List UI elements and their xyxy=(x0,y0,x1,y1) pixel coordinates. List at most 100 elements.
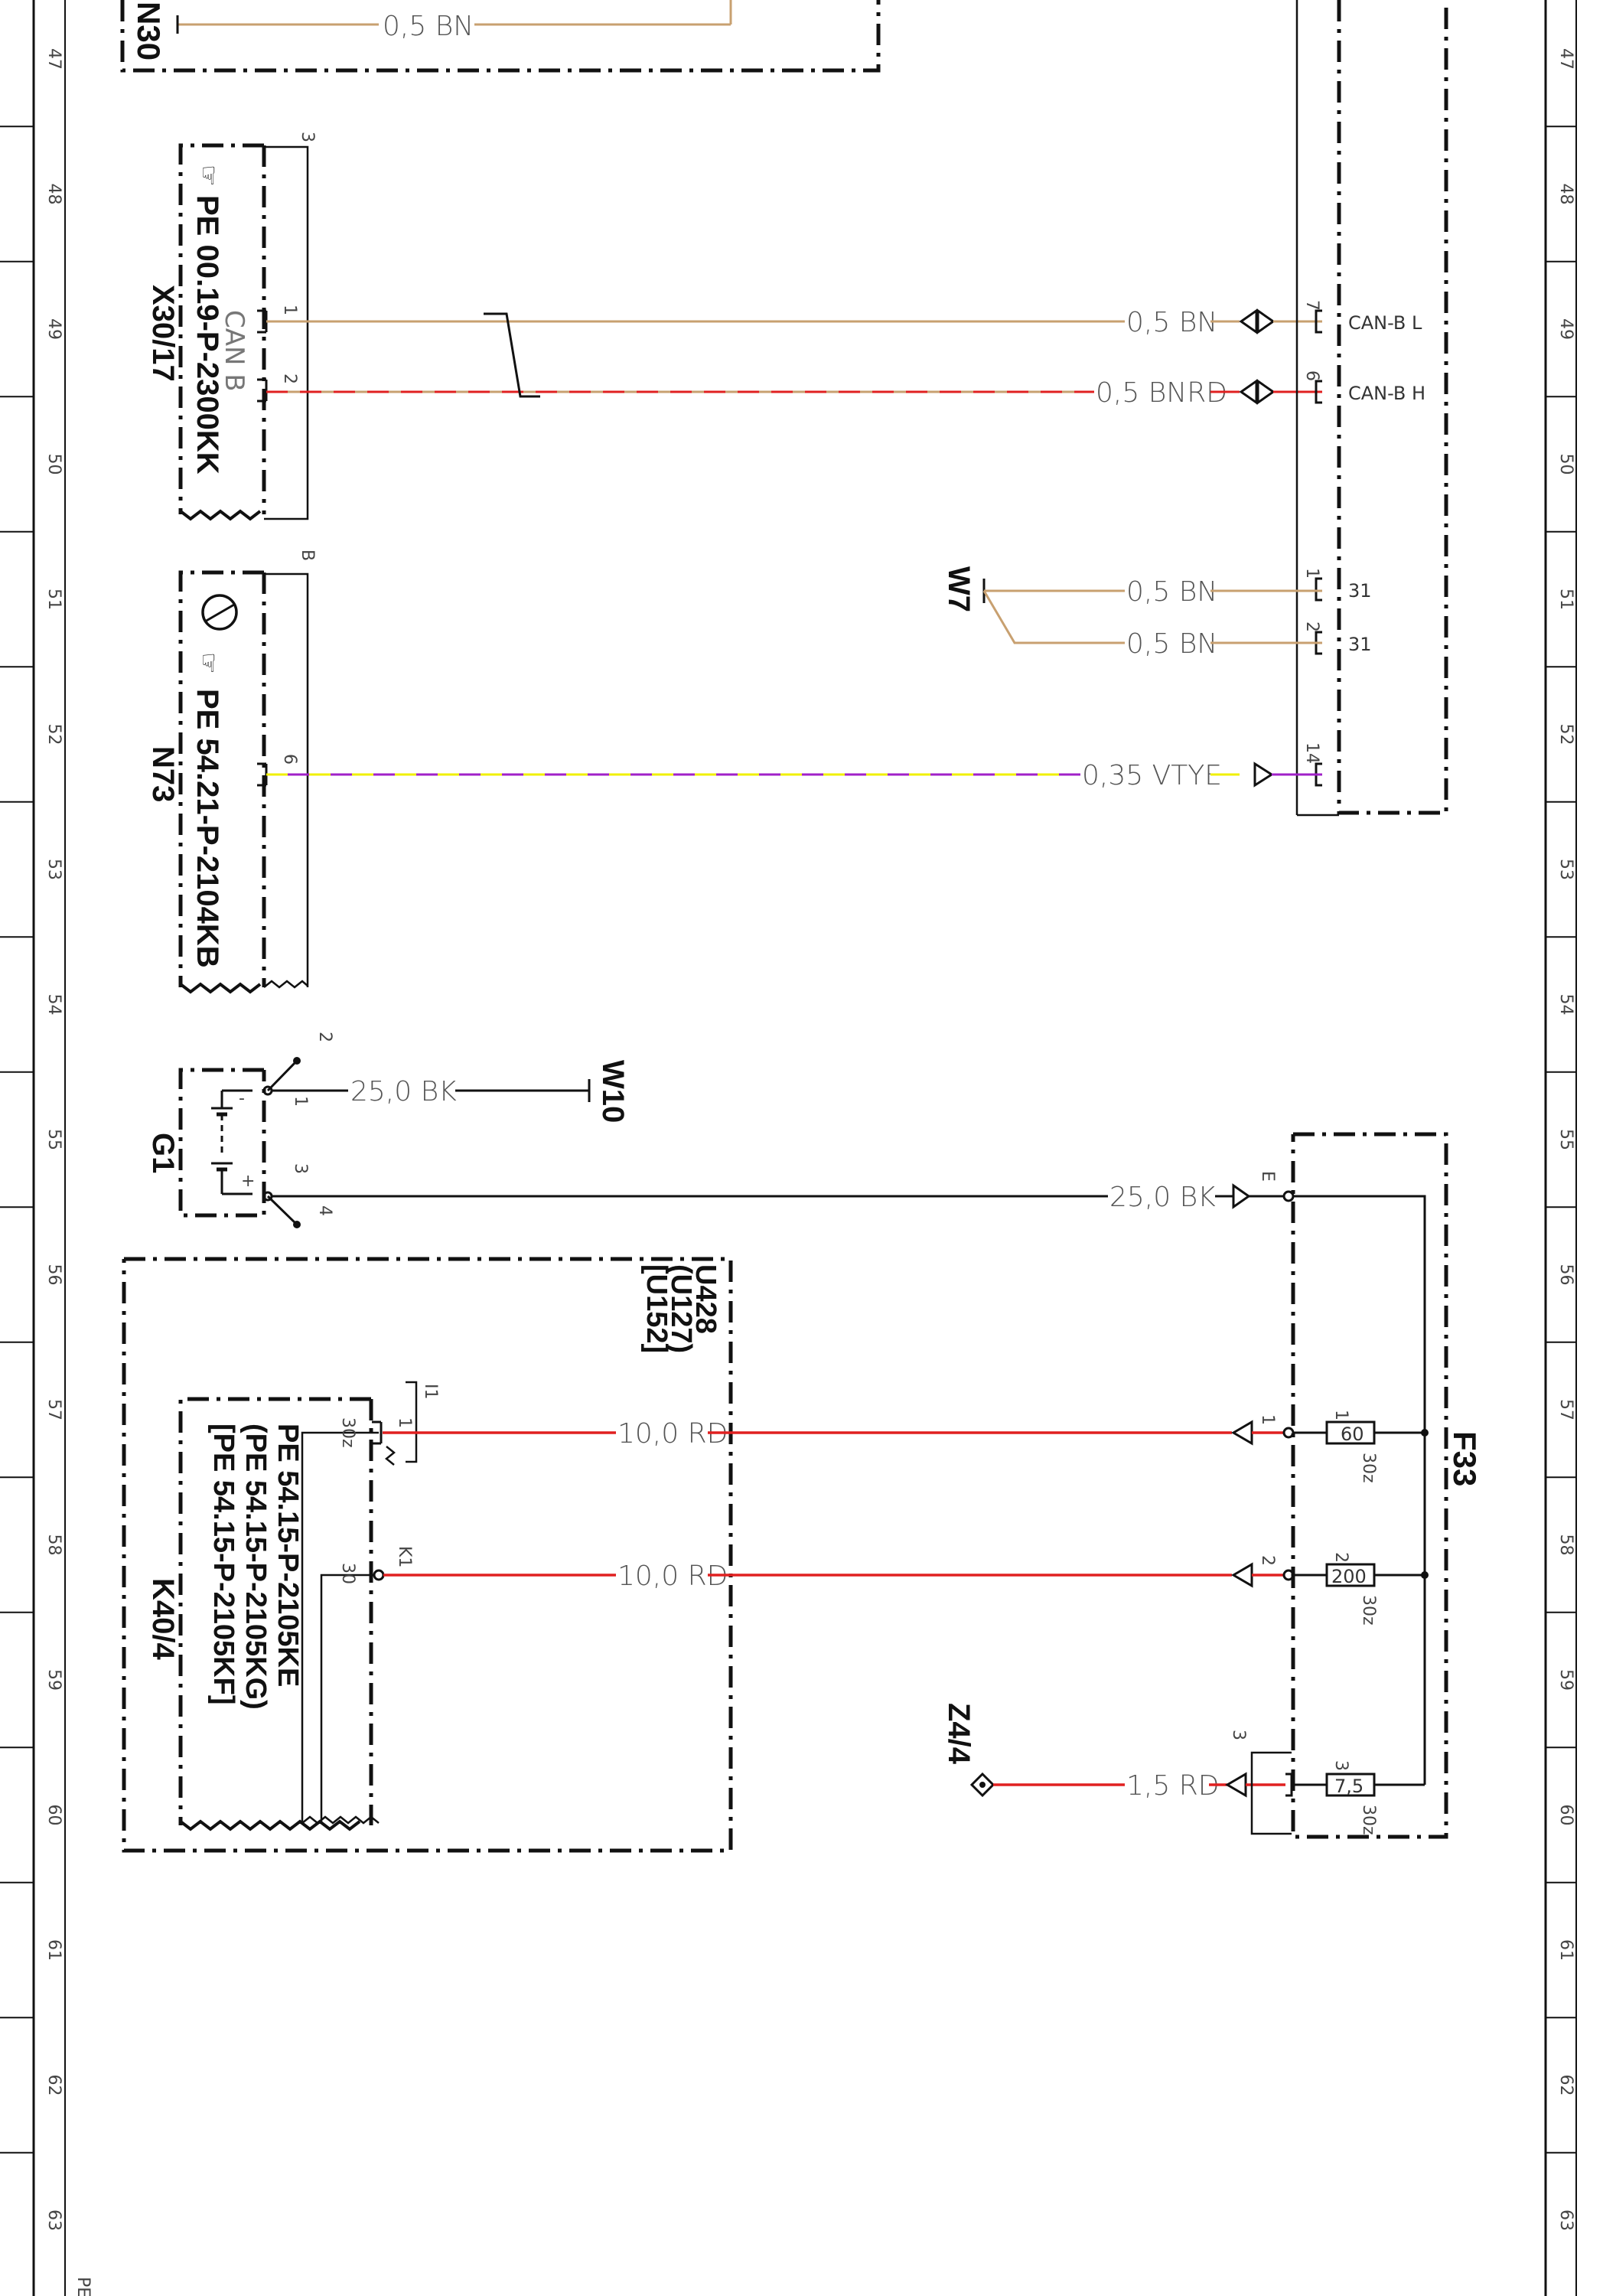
wire-w7-b-label: 0,5 BN xyxy=(1126,628,1217,660)
x30-17-hand-icon: ☞ xyxy=(194,165,223,187)
ruler-row-label-right: 51 xyxy=(1556,589,1575,610)
fuse-3 xyxy=(1325,1773,1376,1797)
ruler-row-label-left: 56 xyxy=(44,1264,64,1286)
ruler-row-label-left: 61 xyxy=(44,1939,64,1961)
f33-block: F33 60 1 30z 200 2 30z 7,5 3 30z xyxy=(1291,1132,1483,1839)
svg-text:30z: 30z xyxy=(1359,1453,1378,1483)
svg-text:2: 2 xyxy=(1331,1552,1350,1563)
ruler-row-label-right: 61 xyxy=(1556,1939,1575,1961)
k40-4-ref-1: (PE 54.15-P-2105KG) xyxy=(239,1424,272,1710)
f33-label: F33 xyxy=(1447,1431,1483,1486)
ruler-row-label-right: 62 xyxy=(1556,2075,1575,2096)
vtye-wire: 0,35 VTYE xyxy=(266,758,1322,791)
u-code-2: [U152] xyxy=(640,1264,673,1353)
svg-text:2: 2 xyxy=(1258,1555,1277,1566)
k40-4-label: K40/4 xyxy=(146,1578,180,1660)
ruler-row-label-left: 47 xyxy=(44,48,64,70)
svg-text:I1: I1 xyxy=(421,1384,440,1400)
n73-block: B ☞ PE 54.21-P-2104KB N73 6 xyxy=(146,550,317,994)
ruler-row-label-left: 50 xyxy=(44,454,64,475)
z4-4-block: Z4/4 1,5 RD 3 xyxy=(942,1703,1293,1835)
svg-text:3: 3 xyxy=(1229,1730,1248,1740)
ruler-row-label-left: 51 xyxy=(44,589,64,610)
svg-text:2: 2 xyxy=(1302,621,1321,632)
u-code-0: U428 xyxy=(689,1264,722,1334)
k40-4-ref-2: [PE 54.15-P-2105KF] xyxy=(207,1424,239,1705)
ruler-row-label-left: 54 xyxy=(44,994,64,1016)
wire-g1-w10-label: 25,0 BK xyxy=(350,1076,457,1107)
svg-text:30z: 30z xyxy=(1359,1595,1378,1626)
svg-text:E: E xyxy=(1258,1171,1277,1182)
svg-text:1: 1 xyxy=(1331,1410,1350,1420)
ruler-row-label-right: 56 xyxy=(1556,1264,1575,1286)
ruler-row-label-right: 55 xyxy=(1556,1129,1575,1150)
ruler-row-label-left: 49 xyxy=(44,318,64,340)
svg-text:1: 1 xyxy=(280,305,299,315)
ruler-row-label-left: 48 xyxy=(44,184,64,205)
svg-text:7: 7 xyxy=(1302,300,1321,311)
svg-text:30: 30 xyxy=(338,1563,357,1584)
svg-text:1: 1 xyxy=(1258,1414,1277,1425)
svg-text:B: B xyxy=(298,550,317,561)
w7-label: W7 xyxy=(942,566,976,612)
x30-17-label: X30/17 xyxy=(146,285,180,382)
x30-17-block: 3 PE 00.19-P-2300KK ☞ X30/17 CAN B 1 2 xyxy=(146,132,317,521)
ruler-row-label-right: 50 xyxy=(1556,454,1575,475)
u428-block: U428 (U127) [U152] xyxy=(122,1257,733,1853)
fuse-1-rating: 60 xyxy=(1341,1424,1364,1445)
wire-top-label: 0,5 BN xyxy=(383,11,474,42)
w7-block: W7 0,5 BN 0,5 BN xyxy=(942,566,1322,660)
right-ruler xyxy=(1544,0,1577,2296)
n73-hand-icon: ☞ xyxy=(194,652,223,674)
u-code-1: (U127) xyxy=(665,1264,697,1353)
svg-text:30z: 30z xyxy=(338,1417,357,1448)
left-ruler xyxy=(32,0,66,2296)
g1-f33-wire: 25,0 BK E xyxy=(272,1171,1295,1213)
ruler-row-label-left: 63 xyxy=(44,2210,64,2231)
x30-17-ref: PE 00.19-P-2300KK xyxy=(191,195,224,475)
n30-label: N30 xyxy=(131,2,167,60)
wire-can-h-label: 0,5 BNRD xyxy=(1096,377,1227,409)
ruler-row-label-right: 53 xyxy=(1556,859,1575,880)
wire-w7-a-label: 0,5 BN xyxy=(1126,576,1217,608)
svg-text:1: 1 xyxy=(291,1096,310,1107)
ruler-row-label-left: 59 xyxy=(44,1669,64,1691)
svg-text:+: + xyxy=(241,1172,255,1191)
ruler-row-label-right: 47 xyxy=(1556,48,1575,70)
svg-text:14: 14 xyxy=(1302,742,1321,764)
svg-text:1: 1 xyxy=(1302,568,1321,579)
ruler-row-label-right: 54 xyxy=(1556,994,1575,1016)
svg-text:30z: 30z xyxy=(1359,1805,1378,1835)
ruler-row-label-left: 62 xyxy=(44,2075,64,2096)
n73-label: N73 xyxy=(146,746,180,802)
ruler-row-label-left: 53 xyxy=(44,859,64,880)
svg-text:3: 3 xyxy=(298,132,317,142)
ruler-row-label-left: 58 xyxy=(44,1534,64,1556)
signal-31-a: 31 xyxy=(1348,580,1372,602)
svg-text:K1: K1 xyxy=(395,1546,414,1567)
ruler-row-label-right: 52 xyxy=(1556,724,1575,745)
k40-4-block: K40/4 PE 54.15-P-2105KE (PE 54.15-P-2105… xyxy=(146,1381,440,1831)
k-feed-wires: 10,0 RD 1 10,0 RD 2 xyxy=(383,1414,1295,1592)
battery-icon xyxy=(211,1089,253,1195)
svg-text:6: 6 xyxy=(280,754,299,765)
svg-text:2: 2 xyxy=(315,1032,334,1042)
g1-label: G1 xyxy=(146,1133,180,1173)
ruler-row-label-right: 57 xyxy=(1556,1399,1575,1420)
fuse-2-rating: 200 xyxy=(1331,1566,1367,1587)
wire-vtye-label: 0,35 VTYE xyxy=(1082,760,1222,791)
ruler-row-label-right: 48 xyxy=(1556,184,1575,205)
n30-block: N30 0,5 BN xyxy=(120,0,881,73)
k40-4-ref-0: PE 54.15-P-2105KE xyxy=(272,1424,304,1687)
g1-block: G1 - + 2 1 3 4 xyxy=(146,1032,334,1228)
wire-g1-f33-label: 25,0 BK xyxy=(1109,1182,1216,1213)
svg-text:1: 1 xyxy=(395,1417,414,1428)
ruler-row-label-left: 60 xyxy=(44,1805,64,1826)
svg-text:6: 6 xyxy=(1302,370,1321,381)
wire-z4-label: 1,5 RD xyxy=(1126,1770,1219,1802)
ruler-row-label-right: 59 xyxy=(1556,1669,1575,1691)
page-code: PE xyxy=(73,2277,93,2296)
ruler-row-label-right: 49 xyxy=(1556,318,1575,340)
